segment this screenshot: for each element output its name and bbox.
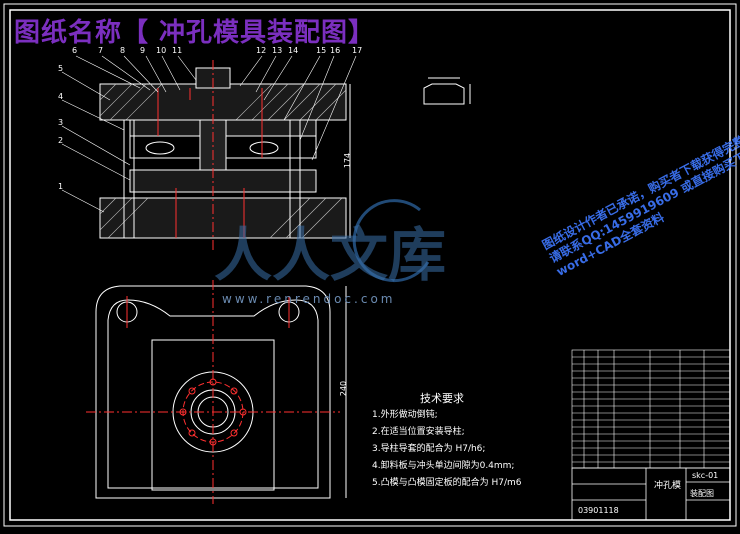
part-label: 11 [172, 46, 183, 55]
tech-note: 1.外形做动倒钝; [372, 410, 438, 420]
title-block [571, 467, 731, 521]
part-label: 17 [352, 46, 363, 55]
title-block-code: skc-01 [692, 471, 719, 480]
part-label: 3 [58, 118, 64, 127]
watermark-url: www.renrendoc.com [222, 292, 396, 306]
part-label: 5 [58, 64, 64, 73]
part-label: 7 [98, 46, 104, 55]
title-block-subtitle: 装配图 [690, 489, 714, 498]
technical-requirements: 技术要求 1.外形做动倒钝; 2.在适当位置安装导柱; 3.导柱导套的配合为 H… [372, 390, 521, 492]
leader-lines [61, 55, 357, 213]
dimension-174: 174 [343, 152, 353, 169]
parts-list-table [571, 349, 731, 469]
title-block-drawing-no: 03901118 [578, 506, 619, 515]
tech-note: 2.在适当位置安装导柱; [372, 427, 465, 437]
part-label: 16 [330, 46, 341, 55]
detail-view [423, 77, 471, 105]
tech-note: 3.导柱导套的配合为 H7/h6; [372, 444, 486, 454]
dimension-240: 240 [339, 380, 349, 397]
part-label: 13 [272, 46, 283, 55]
tech-note: 4.卸料板与冲头单边间隙为0.4mm; [372, 461, 515, 471]
part-label: 6 [72, 46, 78, 55]
part-label: 14 [288, 46, 299, 55]
outer-frame [3, 3, 737, 527]
part-label: 4 [58, 92, 64, 101]
title-block-name: 冲孔模 [654, 481, 682, 491]
tech-note: 5.凸模与凸模固定板的配合为 H7/m6 [372, 478, 522, 488]
part-label: 10 [156, 46, 167, 55]
tech-notes-heading: 技术要求 [420, 392, 464, 405]
drawing-title: 图纸名称【 冲孔模具装配图】 [14, 18, 376, 48]
plan-view [86, 280, 347, 504]
part-label: 9 [140, 46, 146, 55]
part-label: 8 [120, 46, 126, 55]
front-section-view [99, 60, 351, 250]
part-label: 1 [58, 182, 64, 191]
part-label: 12 [256, 46, 267, 55]
watermark-brand: 人人文库 [214, 221, 447, 289]
inner-frame [9, 9, 731, 521]
watermark-logo [352, 199, 430, 283]
part-label: 15 [316, 46, 327, 55]
part-label: 2 [58, 136, 64, 145]
